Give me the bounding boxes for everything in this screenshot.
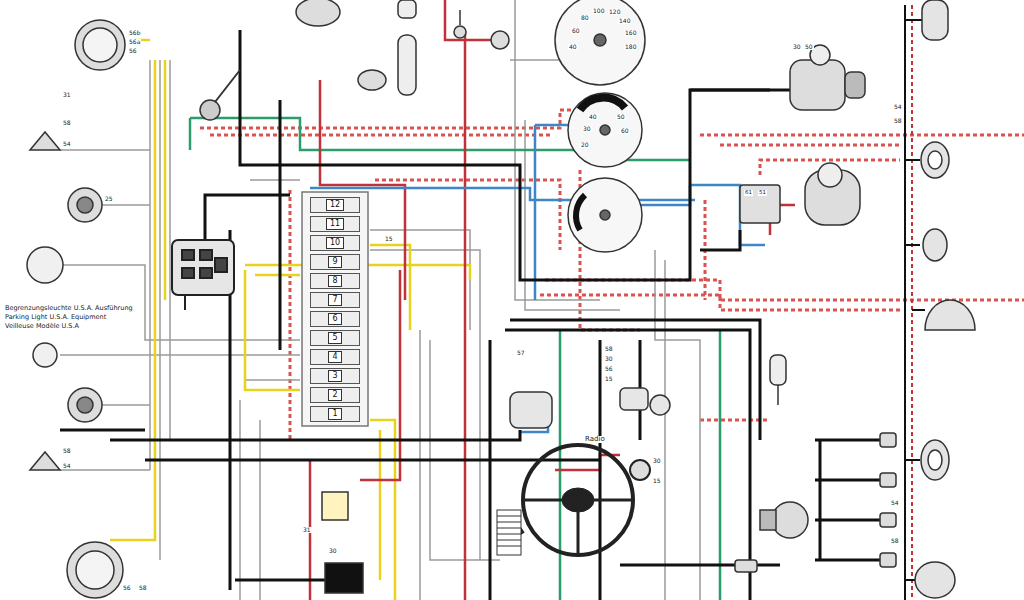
terminal-number: 30 bbox=[604, 356, 614, 362]
gauge-scale: 180 bbox=[624, 44, 637, 50]
terminal-number: 58 bbox=[890, 538, 900, 544]
terminal-number: 58 bbox=[62, 448, 72, 454]
fuse-number: 9 bbox=[328, 256, 341, 268]
gauge-scale: 60 bbox=[620, 128, 630, 134]
terminal-number: 58 bbox=[893, 118, 903, 124]
fuse-number: 4 bbox=[328, 351, 341, 363]
terminal-number: 58 bbox=[138, 585, 148, 591]
terminal-number: 58 bbox=[604, 346, 614, 352]
terminal-number: 30 bbox=[328, 548, 338, 554]
terminal-number: 50 bbox=[804, 44, 814, 50]
fuse: 11 bbox=[310, 216, 360, 232]
gauge-scale: 30 bbox=[582, 126, 592, 132]
fuse: 1 bbox=[310, 406, 360, 422]
terminal-number: 56 bbox=[604, 366, 614, 372]
fuse-box bbox=[302, 192, 368, 426]
terminal-number: 57 bbox=[516, 350, 526, 356]
terminal-number: 56b bbox=[128, 30, 141, 36]
terminal-number: 51 bbox=[758, 190, 767, 196]
terminal-number: 25 bbox=[104, 196, 114, 202]
gauge-scale: 60 bbox=[571, 28, 581, 34]
fuse: 3 bbox=[310, 368, 360, 384]
gauge-scale: 80 bbox=[580, 15, 590, 21]
fuse-number: 5 bbox=[328, 332, 341, 344]
fuse: 7 bbox=[310, 292, 360, 308]
gauge-scale: 140 bbox=[618, 18, 631, 24]
fuse: 5 bbox=[310, 330, 360, 346]
fuse-number: 2 bbox=[328, 389, 341, 401]
gauge-scale: 100 bbox=[592, 8, 605, 14]
gauge-scale: 160 bbox=[624, 30, 637, 36]
terminal-number: 56 bbox=[122, 585, 132, 591]
fuse-number: 6 bbox=[328, 313, 341, 325]
fuse-number: 10 bbox=[326, 237, 344, 249]
fuse: 2 bbox=[310, 387, 360, 403]
fuse: 4 bbox=[310, 349, 360, 365]
terminal-number: 30 bbox=[792, 44, 802, 50]
fuse-number: 1 bbox=[328, 408, 341, 420]
fuse: 12 bbox=[310, 197, 360, 213]
gauge-scale: 50 bbox=[616, 114, 626, 120]
fuse-number: 7 bbox=[328, 294, 341, 306]
terminal-number: 15 bbox=[384, 236, 394, 242]
terminal-number: 15 bbox=[652, 478, 662, 484]
gauge-scale: 40 bbox=[568, 44, 578, 50]
fuse: 6 bbox=[310, 311, 360, 327]
terminal-number: 54 bbox=[890, 500, 900, 506]
note-text: Veilleuse Modèle U.S.A bbox=[4, 323, 80, 330]
terminal-number: 61 bbox=[744, 190, 753, 196]
gauge-scale: 20 bbox=[580, 142, 590, 148]
terminal-number: 54 bbox=[62, 463, 72, 469]
part-name: Radio bbox=[584, 436, 606, 443]
fuse: 8 bbox=[310, 273, 360, 289]
terminal-number: 30 bbox=[652, 458, 662, 464]
gauge-scale: 40 bbox=[588, 114, 598, 120]
fuse-number: 8 bbox=[328, 275, 341, 287]
terminal-number: 54 bbox=[893, 104, 903, 110]
gauge-scale: 120 bbox=[608, 9, 621, 15]
fuse-number: 12 bbox=[326, 199, 344, 211]
terminal-number: 54 bbox=[62, 141, 72, 147]
fuse-number: 11 bbox=[326, 218, 344, 230]
terminal-number: 56a bbox=[128, 39, 141, 45]
terminal-number: 58 bbox=[62, 120, 72, 126]
fuse: 10 bbox=[310, 235, 360, 251]
note-text: Begrenzungsleuchte U.S.A. Ausführung bbox=[4, 305, 134, 312]
terminal-number: 31 bbox=[62, 92, 72, 98]
terminal-number: 15 bbox=[604, 376, 614, 382]
fuse-number: 3 bbox=[328, 370, 341, 382]
fuse: 9 bbox=[310, 254, 360, 270]
note-text: Parking Light U.S.A. Equipment bbox=[4, 314, 107, 321]
terminal-number: 31 bbox=[302, 527, 312, 533]
terminal-number: 56 bbox=[128, 48, 138, 54]
